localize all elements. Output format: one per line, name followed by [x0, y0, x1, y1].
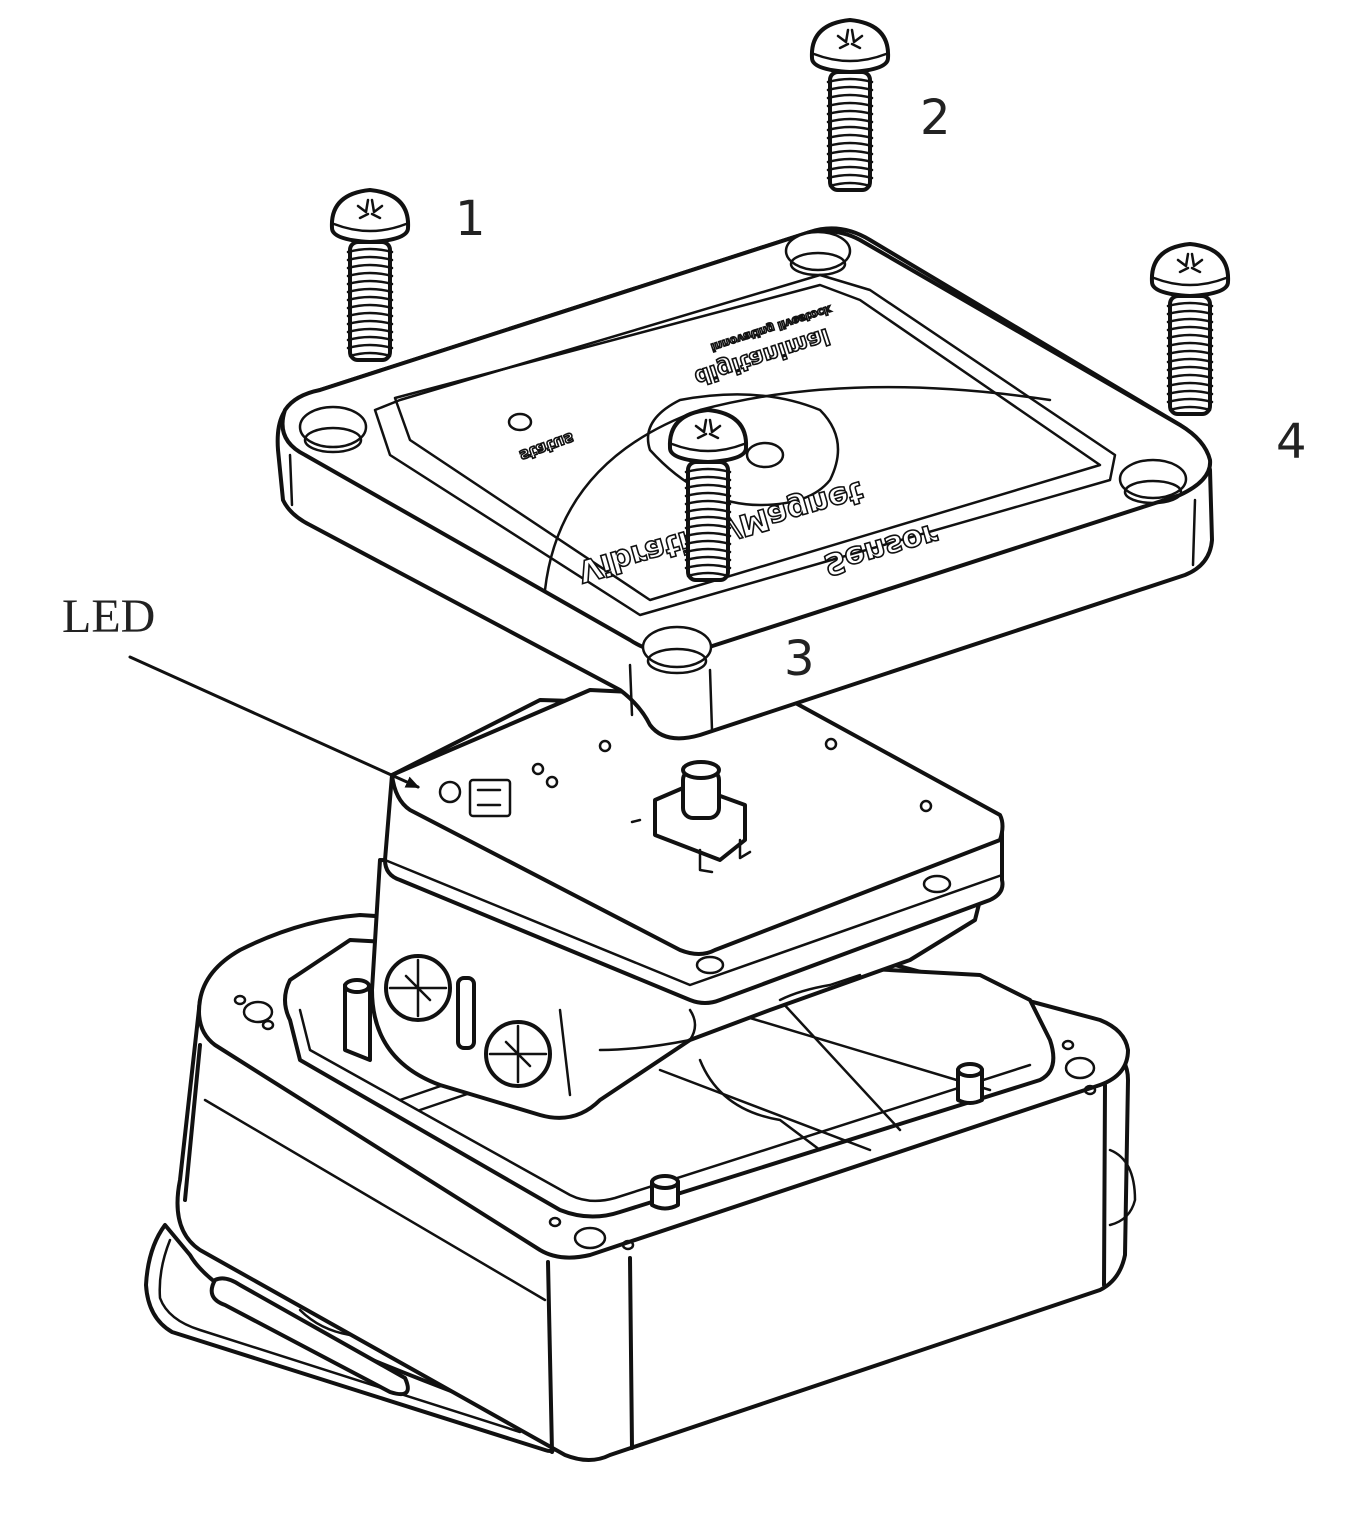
circuit-board	[370, 688, 1005, 1120]
screw-3-label: 3	[784, 631, 815, 687]
screw-1-label: 1	[455, 191, 486, 247]
screw-4-label: 4	[1276, 414, 1307, 470]
led-pointer-arrow	[128, 655, 420, 789]
screw-1	[329, 188, 411, 362]
screw-4	[1149, 242, 1231, 416]
screw-2-label: 2	[920, 90, 951, 146]
screw-2	[809, 18, 891, 192]
enclosure-lid: Vibration/Magnet Sensor digitanimal inno…	[275, 226, 1214, 741]
led-label: LED	[62, 590, 155, 643]
